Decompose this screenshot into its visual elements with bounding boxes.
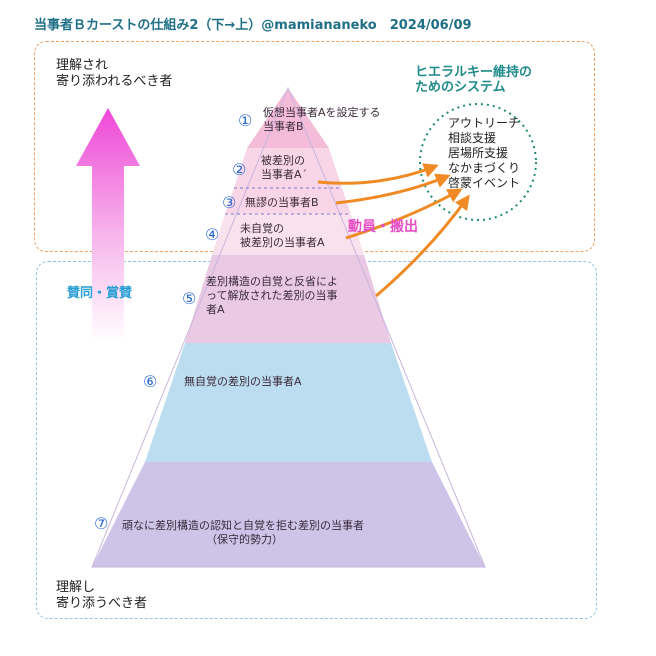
level-2-text: 被差別の 当事者A´ bbox=[261, 154, 307, 182]
page-title: 当事者Ｂカーストの仕組み2（下→上）@mamiananeko 2024/06/0… bbox=[34, 18, 472, 33]
system-title-line2: ためのシステム bbox=[415, 80, 506, 95]
pyramid-band-5 bbox=[185, 255, 391, 343]
level-4-line1: 未自覚の bbox=[240, 222, 284, 235]
level-5-line3: 者A bbox=[206, 303, 225, 316]
level-1-line2: 当事者B bbox=[263, 120, 304, 133]
mobilize-label: 動員・搬出 bbox=[348, 219, 418, 235]
system-item-list: アウトリーチ 相談支援 居場所支援 なかまづくり 啓蒙イベント bbox=[448, 116, 520, 191]
arrow-from-level-4 bbox=[345, 188, 463, 240]
level-1-line1: 仮想当事者Aを設定する bbox=[263, 106, 381, 119]
pyramid-band-1 bbox=[247, 88, 329, 148]
bottom-region-label: 理解し 寄り添うべき者 bbox=[56, 580, 147, 612]
level-7-line2: （保守的勢力） bbox=[206, 533, 283, 546]
level-4-line2: 被差別の当事者A bbox=[240, 236, 325, 249]
level-4-number: ④ bbox=[205, 225, 220, 244]
level-7-line1: 頑なに差別構造の認知と自覚を拒む差別の当事者 bbox=[122, 519, 364, 532]
level-3-number: ③ bbox=[222, 193, 237, 212]
arrow-from-level-5 bbox=[375, 194, 470, 298]
pyramid-band-6 bbox=[145, 343, 432, 462]
level-5-line1: 差別構造の自覚と反省によ bbox=[206, 275, 338, 288]
pyramid-band-2 bbox=[234, 148, 342, 188]
bottom-region-label-line2: 寄り添うべき者 bbox=[56, 596, 148, 611]
level-5-line2: って解放された差別の当事 bbox=[206, 289, 338, 302]
level-1-text: 仮想当事者Aを設定する 当事者B bbox=[263, 106, 381, 134]
system-circle bbox=[419, 103, 537, 221]
level-6-text: 無自覚の差別の当事者A bbox=[184, 375, 302, 389]
praise-label: 賛同・賞賛 bbox=[67, 286, 133, 301]
level-4-text: 未自覚の 被差別の当事者A bbox=[240, 222, 325, 250]
level-1-number: ① bbox=[238, 111, 253, 130]
system-item: 啓蒙イベント bbox=[448, 176, 521, 190]
pyramid-band-4 bbox=[212, 214, 364, 255]
pyramid-band-7 bbox=[92, 462, 485, 567]
upward-arrow bbox=[76, 108, 140, 342]
system-item: 相談支援 bbox=[448, 131, 497, 145]
system-title-line1: ヒエラルキー維持の bbox=[415, 65, 533, 80]
system-item: なかまづくり bbox=[448, 161, 521, 175]
level-7-text: 頑なに差別構造の認知と自覚を拒む差別の当事者 （保守的勢力） bbox=[122, 519, 364, 547]
level-3-line1: 無謬の当事者B bbox=[245, 196, 319, 209]
level-6-number: ⑥ bbox=[143, 372, 158, 391]
pyramid-band-3 bbox=[225, 188, 351, 214]
level-5-number: ⑤ bbox=[182, 289, 197, 308]
pyramid-outline bbox=[91, 86, 486, 568]
top-region-label: 理解され 寄り添われるべき者 bbox=[56, 58, 172, 90]
level-2-line2: 当事者A´ bbox=[261, 168, 308, 181]
arrow-from-level-3 bbox=[335, 173, 451, 205]
system-item: アウトリーチ bbox=[448, 116, 521, 130]
level-2-line1: 被差別の bbox=[261, 154, 305, 167]
level-3-text: 無謬の当事者B bbox=[245, 196, 319, 210]
level-2-number: ② bbox=[232, 160, 247, 179]
system-title: ヒエラルキー維持の ためのシステム bbox=[415, 65, 532, 95]
level-7-number: ⑦ bbox=[94, 514, 109, 533]
top-region-label-line2: 寄り添われるべき者 bbox=[56, 74, 173, 89]
bottom-region-label-line1: 理解し bbox=[56, 580, 96, 595]
level-6-line1: 無自覚の差別の当事者A bbox=[184, 375, 302, 388]
top-region-label-line1: 理解され bbox=[56, 58, 109, 73]
level-5-text: 差別構造の自覚と反省によ って解放された差別の当事 者A bbox=[206, 275, 338, 317]
system-item: 居場所支援 bbox=[448, 146, 509, 160]
arrow-from-level-2 bbox=[317, 163, 439, 185]
